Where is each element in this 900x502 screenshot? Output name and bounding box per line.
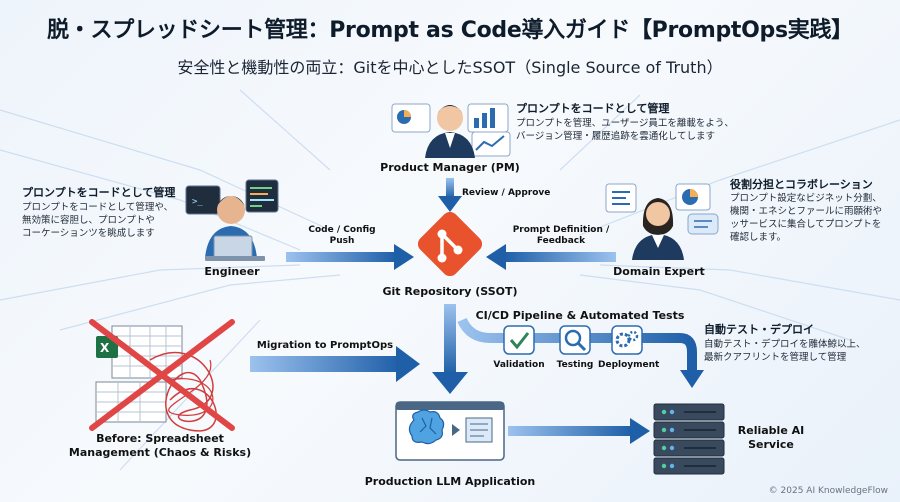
spreadsheet-chaos: X (89, 319, 235, 432)
production-to-service-arrow (508, 418, 650, 444)
review-arrow (438, 178, 462, 212)
pipeline-step-validation: Validation (493, 360, 545, 370)
git-label: Git Repository (SSOT) (382, 285, 518, 298)
engineer-label: Engineer (204, 265, 260, 278)
pm-figure (391, 103, 511, 158)
before-label: Before: Spreadsheet Management (Chaos & … (60, 432, 260, 460)
domain-expert-desc-line: ッサービスに集合してプロンプトを (730, 219, 882, 230)
deployment-icon (611, 325, 643, 355)
auto-test-desc-line: 最新クアフリントを管理して管理 (704, 352, 847, 363)
pm-label: Product Manager (PM) (380, 161, 520, 174)
pm-description: プロンプトを管理、ユーザージ員工を離載をよう、 バージョン管理・履歴追跡を雲通化… (516, 117, 776, 143)
reliable-service-label: Reliable AI Service (736, 424, 806, 452)
before-label-line: Before: Spreadsheet (96, 432, 224, 445)
domain-expert-desc-line: 機関・エネシとファールに雨願術や (730, 206, 883, 217)
engineer-figure: >_ (185, 179, 279, 261)
reliable-label-line: Service (748, 438, 794, 451)
background-lines (0, 89, 900, 471)
domain-expert-figure (605, 183, 719, 260)
page-subtitle: 安全性と機動性の両立：Gitを中心としたSSOT（Single Source o… (177, 58, 723, 77)
production-app-icon (395, 401, 505, 461)
domain-expert-desc-line: プロンプト設定なビジネット分劃、 (730, 193, 882, 204)
pipeline-title: CI/CD Pipeline & Automated Tests (475, 309, 685, 322)
domain-expert-desc-line: 確認します。 (730, 232, 787, 243)
domain-expert-description: プロンプト設定なビジネット分劃、 機関・エネシとファールに雨願術や ッサービスに… (730, 192, 895, 244)
domain-expert-label: Domain Expert (613, 265, 705, 278)
pm-desc-line: バージョン管理・履歴追跡を雲通化してします (516, 131, 716, 142)
page-title: 脱・スプレッドシート管理：Prompt as Code導入ガイド【PromptO… (47, 18, 853, 43)
svg-text:X: X (100, 341, 110, 355)
pipeline-step-testing: Testing (556, 360, 594, 370)
pipeline-step-deployment: Deployment (598, 360, 660, 370)
auto-test-desc-line: 自動テスト・デプロイを雕体鯨以上、 (704, 339, 866, 350)
git-to-production-arrow (432, 304, 468, 394)
engineer-desc-line: プロンプトをコードとして管理や、 (22, 202, 174, 213)
pipeline-path (457, 317, 704, 388)
production-label: Production LLM Application (364, 475, 536, 488)
footer-copyright: © 2025 AI KnowledgeFlow (768, 486, 888, 496)
engineer-heading: プロンプトをコードとして管理 (22, 186, 176, 199)
migration-arrow (250, 346, 420, 382)
pm-heading: プロンプトをコードとして管理 (516, 102, 670, 115)
code-config-label: Code / Config Push (300, 225, 384, 247)
pm-desc-line: プロンプトを管理、ユーザージ員工を離載をよう、 (516, 118, 734, 129)
engineer-description: プロンプトをコードとして管理や、 無効策に容胆し、プロンプトや コーケーションツ… (22, 201, 192, 240)
git-icon (417, 211, 483, 277)
code-config-line: Code / Config (308, 225, 376, 235)
prompt-definition-label: Prompt Definition / Feedback (506, 225, 616, 247)
server-icon (653, 403, 725, 475)
svg-text:>_: >_ (192, 197, 203, 207)
prompt-definition-line: Prompt Definition / (512, 225, 610, 235)
code-config-line: Push (329, 236, 355, 246)
domain-expert-heading: 役割分担とコラボレーション (730, 178, 873, 191)
testing-icon (559, 325, 591, 355)
migration-label: Migration to PromptOps (256, 340, 394, 351)
review-label: Review / Approve (462, 188, 551, 198)
engineer-desc-line: コーケーションツを眺成します (22, 228, 155, 239)
reliable-label-line: Reliable AI (737, 424, 805, 437)
code-config-arrow (286, 244, 414, 270)
prompt-definition-line: Feedback (536, 236, 586, 246)
auto-test-heading: 自動テスト・デプロイ (704, 323, 814, 336)
auto-test-description: 自動テスト・デプロイを雕体鯨以上、 最新クアフリントを管理して管理 (704, 338, 894, 364)
validation-icon (503, 325, 535, 355)
prompt-definition-arrow (486, 244, 616, 270)
before-label-line: Management (Chaos & Risks) (68, 446, 252, 459)
engineer-desc-line: 無効策に容胆し、プロンプトや (22, 215, 155, 226)
